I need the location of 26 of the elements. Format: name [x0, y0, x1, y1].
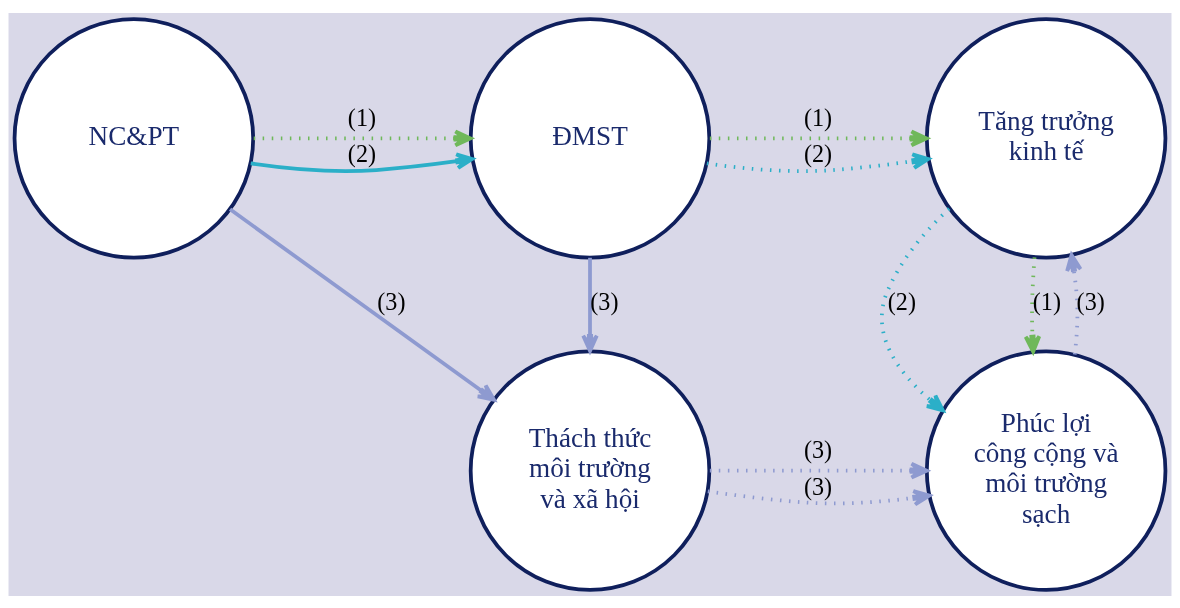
- node-circle: Tăng trưởng kinh tế: [924, 16, 1168, 260]
- edge-label: (1): [803, 103, 833, 131]
- arrow: [581, 257, 599, 353]
- node-circle: Thách thức môi trường và xã hội: [468, 348, 712, 592]
- edge-label: (2): [803, 139, 833, 167]
- arrow: [880, 206, 951, 412]
- edge-label: (3): [803, 435, 833, 463]
- arrow: [1023, 256, 1042, 354]
- node-circle: NC&PT: [12, 16, 256, 260]
- arrow: [709, 129, 929, 147]
- edge-label: (3): [803, 472, 833, 499]
- node-circle: ĐMST: [468, 16, 712, 260]
- arrow: [707, 488, 932, 506]
- arrow: [253, 129, 473, 147]
- arrow: [1065, 252, 1083, 355]
- edge-label: (3): [1076, 287, 1105, 315]
- edge-label: (3): [377, 287, 406, 315]
- edge-label: (2): [347, 139, 377, 167]
- arrow: [706, 152, 931, 173]
- arrow: [250, 152, 475, 173]
- edge-label: (3): [590, 287, 619, 315]
- arrow: [709, 461, 929, 479]
- edge-label: (1): [347, 103, 377, 131]
- edge-label: (1): [1032, 287, 1061, 315]
- edge-label: (2): [887, 287, 916, 315]
- arrow: [228, 207, 496, 402]
